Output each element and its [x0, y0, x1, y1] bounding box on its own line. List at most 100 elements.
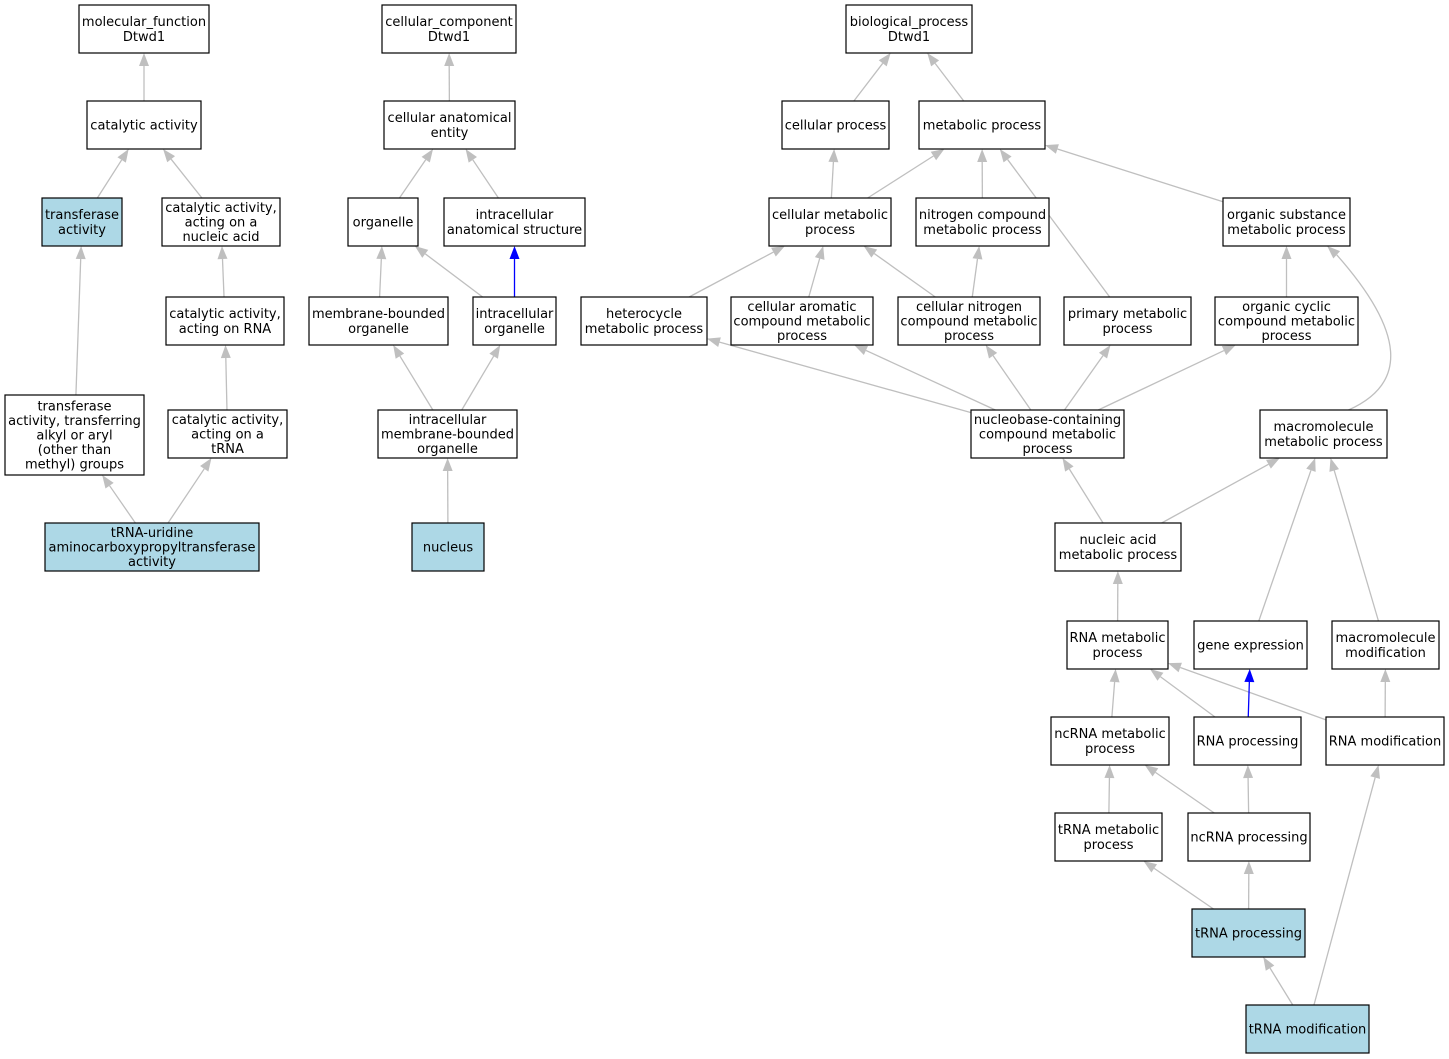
edge-line — [221, 258, 225, 298]
go-term-node-rnamod[interactable]: RNA modification — [1325, 716, 1445, 766]
node-box — [918, 100, 1046, 150]
node-box — [86, 100, 202, 150]
go-term-node-cellproc[interactable]: cellular process — [781, 100, 890, 150]
node-label-line: catalytic activity, — [172, 413, 284, 428]
arrowhead-icon — [1098, 345, 1111, 359]
edge-trnaproc-to-ncrnaproc — [1243, 861, 1254, 910]
node-box — [1191, 908, 1306, 958]
node-label-line: primary metabolic — [1068, 307, 1187, 322]
node-label-line: gene expression — [1197, 639, 1304, 654]
go-term-node-trnamod[interactable]: tRNA modification — [1245, 1004, 1370, 1054]
edge-trnaproc-to-trnamet — [1143, 861, 1214, 910]
go-term-node-trnaproc[interactable]: tRNA processing — [1191, 908, 1306, 958]
node-label-line: tRNA metabolic — [1058, 823, 1159, 838]
node-label-line: metabolic process — [585, 322, 704, 337]
go-term-node-metproc[interactable]: metabolic process — [918, 100, 1046, 150]
go-term-node-geneexp[interactable]: gene expression — [1193, 620, 1308, 670]
edge-trna_uridine-to-ta_alkyl — [102, 475, 136, 524]
edge-nucacid-to-macromet — [1161, 458, 1280, 524]
node-label-line: entity — [431, 126, 469, 141]
edge-line — [1313, 777, 1376, 1006]
edge-ncrnaproc-to-ncrnamet — [1144, 765, 1215, 814]
edge-line — [1108, 777, 1111, 814]
edge-orgcyclic-to-organic — [1281, 246, 1292, 297]
node-box — [161, 197, 281, 247]
go-term-node-organelle[interactable]: organelle — [347, 197, 419, 247]
node-box — [1063, 296, 1192, 346]
edge-line — [424, 253, 484, 298]
edge-line — [1155, 771, 1215, 814]
arrowhead-icon — [1109, 669, 1120, 683]
go-term-node-ncrnaproc[interactable]: ncRNA processing — [1187, 812, 1311, 862]
edge-ncrnaproc-to-rnaproc — [1243, 765, 1254, 814]
edge-line — [873, 253, 936, 298]
arrowhead-icon — [1281, 246, 1292, 259]
node-label-line: cellular nitrogen — [916, 300, 1022, 315]
node-label-line: aminocarboxypropyltransferase — [49, 541, 256, 556]
edge-io-to-ias — [509, 246, 520, 297]
edge-line — [1007, 159, 1111, 298]
arrowhead-icon — [1112, 571, 1123, 585]
edge-line — [1161, 463, 1269, 524]
edge-macromet-to-organic — [1327, 246, 1392, 411]
go-term-node-trna_uridine[interactable]: tRNA-uridineaminocarboxypropyltransferas… — [44, 522, 260, 572]
node-box — [381, 4, 517, 54]
node-label-line: modification — [1345, 646, 1426, 661]
edge-line — [853, 62, 884, 102]
arrowhead-icon — [376, 246, 387, 260]
node-box — [1214, 296, 1359, 346]
arrowhead-icon — [1243, 861, 1254, 875]
node-box — [1193, 716, 1302, 766]
arrowhead-icon — [393, 345, 405, 359]
node-label-line: tRNA-uridine — [111, 526, 193, 541]
arrowhead-icon — [1104, 765, 1115, 779]
arrowhead-icon — [1221, 345, 1236, 356]
edge-line — [1336, 254, 1392, 411]
node-label-line: nucleobase-containing — [974, 413, 1121, 428]
edge-trnamod-to-trnaproc — [1263, 957, 1294, 1006]
go-term-node-rnaproc[interactable]: RNA processing — [1193, 716, 1302, 766]
go-term-node-catalytic[interactable]: catalytic activity — [86, 100, 202, 150]
edge-aromatic-to-cellmet — [808, 246, 825, 298]
node-label-line: metabolic process — [1059, 548, 1178, 563]
arrowhead-icon — [200, 458, 212, 472]
node-label-line: process — [805, 223, 855, 238]
go-term-node-nucleus[interactable]: nucleus — [411, 522, 485, 572]
node-label-line: metabolic process — [923, 119, 1042, 134]
go-term-node-ca_rna[interactable]: catalytic activity,acting on RNA — [165, 296, 285, 346]
edge-line — [398, 159, 427, 199]
edge-line — [472, 159, 499, 199]
edge-cellnitro-to-nitrogen — [971, 246, 983, 298]
edge-line — [96, 159, 123, 199]
node-box — [1050, 716, 1170, 766]
edge-line — [461, 355, 495, 411]
